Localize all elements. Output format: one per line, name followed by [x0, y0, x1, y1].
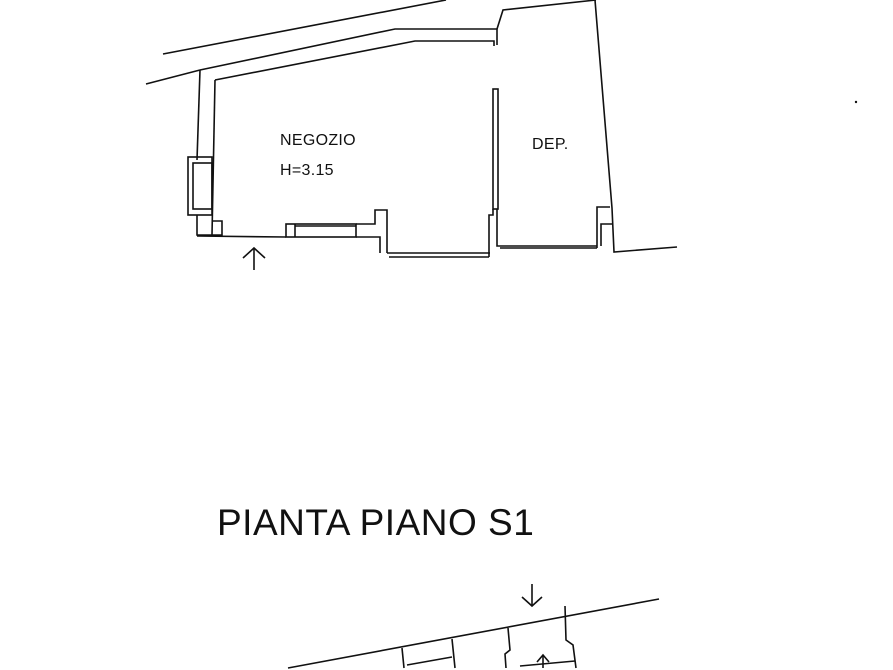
room-height-label: H=3.15: [280, 162, 334, 179]
arrow-up-icon: [242, 246, 266, 270]
arrow-down-icon: [521, 584, 543, 608]
floor-plan-title: PIANTA PIANO S1: [217, 502, 535, 543]
room-label-dep: DEP.: [532, 136, 569, 153]
speck: [854, 100, 858, 104]
room-label-negozio: NEGOZIO: [280, 132, 356, 149]
upper-plan-walls: [145, 0, 678, 258]
lower-plan-walls: [287, 598, 660, 669]
